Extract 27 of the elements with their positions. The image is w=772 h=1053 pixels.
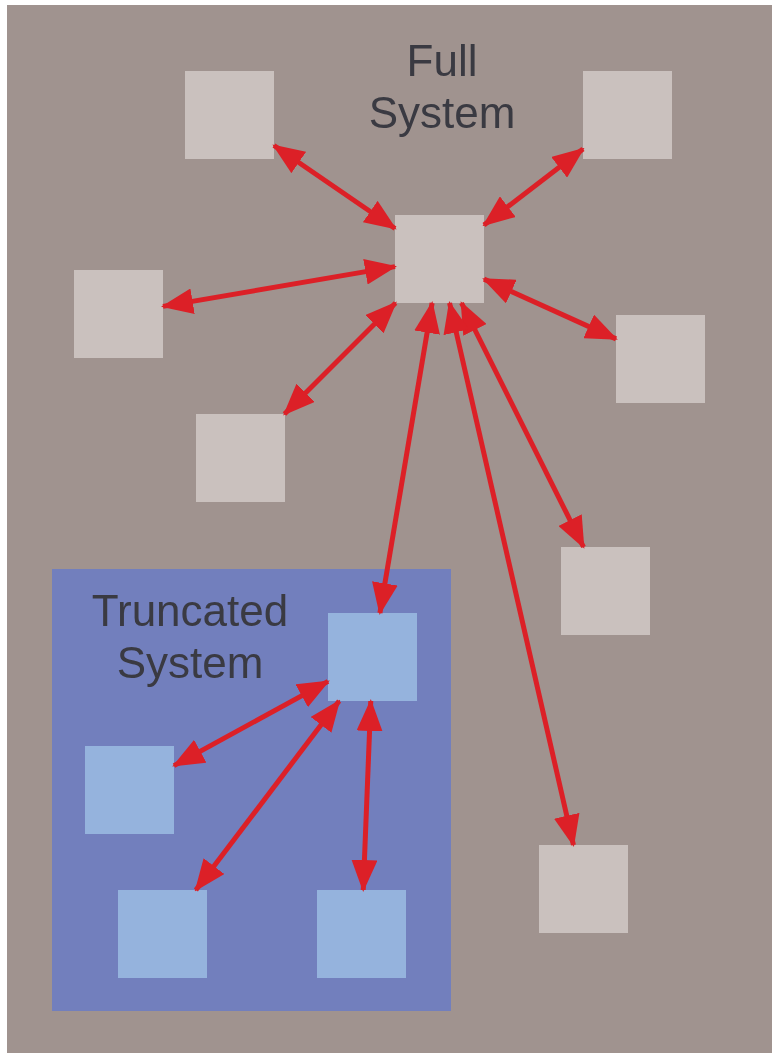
double-arrow — [161, 258, 397, 315]
double-arrow — [443, 301, 580, 847]
square-box — [616, 315, 705, 403]
square-box — [85, 746, 174, 834]
double-arrow — [372, 301, 440, 615]
square-box — [583, 71, 672, 159]
double-arrow — [482, 147, 585, 227]
square-box — [196, 414, 285, 502]
double-arrow — [282, 301, 398, 416]
double-arrow — [482, 276, 618, 342]
system-panel — [7, 5, 772, 1053]
panel-title: Full System — [367, 35, 517, 139]
panel-title: Truncated System — [90, 585, 290, 689]
square-box — [539, 845, 628, 933]
double-arrow — [351, 699, 383, 892]
double-arrow — [272, 143, 397, 231]
square-box — [118, 890, 207, 978]
double-arrow — [459, 301, 586, 549]
square-box — [395, 215, 484, 303]
subsystem-panel — [52, 569, 451, 1011]
square-box — [561, 547, 650, 635]
square-box — [74, 270, 163, 358]
square-box — [185, 71, 274, 159]
double-arrow — [193, 699, 342, 892]
square-box — [317, 890, 406, 978]
square-box — [328, 613, 417, 701]
double-arrow — [172, 679, 330, 768]
